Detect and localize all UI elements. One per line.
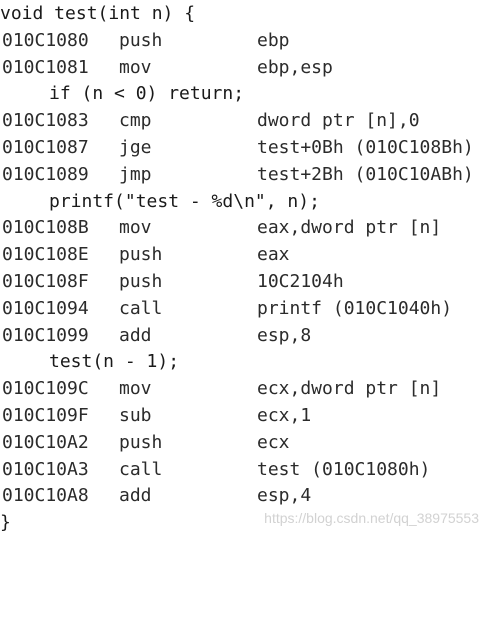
asm-mnemonic: mov [119,378,152,400]
asm-operands: 10C2104h [257,270,344,292]
asm-address: 010C10A3 [2,458,89,480]
asm-line: 010C108B mov eax,dword ptr [n] [0,215,487,242]
asm-mnemonic: jge [119,136,152,158]
asm-address: 010C108B [2,217,89,239]
asm-operands: printf (010C1040h) [257,297,453,319]
asm-operands: eax [257,244,290,266]
asm-address: 010C1081 [2,56,89,78]
asm-operands: ecx [257,431,290,453]
asm-mnemonic: push [119,29,163,51]
asm-line: 010C1094 call printf (010C1040h) [0,296,487,323]
asm-address: 010C1099 [2,324,89,346]
asm-line: 010C1089 jmp test+2Bh (010C10ABh) [0,162,487,189]
asm-mnemonic: push [119,244,163,266]
asm-line: 010C10A2 push ecx [0,430,487,457]
asm-mnemonic: mov [119,217,152,239]
asm-address: 010C108F [2,270,89,292]
asm-mnemonic: jmp [119,163,152,185]
asm-address: 010C10A8 [2,485,89,507]
asm-operands: test+0Bh (010C108Bh) [257,136,474,158]
asm-operands: ebp,esp [257,56,333,78]
asm-line: 010C10A3 call test (010C1080h) [0,457,487,484]
asm-mnemonic: call [119,458,163,480]
asm-line: 010C108E push eax [0,242,487,269]
asm-line: 010C1080 push ebp [0,28,487,55]
asm-line: 010C1081 mov ebp,esp [0,55,487,82]
source-line: void test(int n) { [0,3,196,24]
asm-address: 010C1080 [2,29,89,51]
asm-address: 010C109F [2,404,89,426]
source-line: printf("test - %d\n", n); [49,190,320,212]
asm-operands: esp,4 [257,485,312,507]
asm-mnemonic: mov [119,56,152,78]
asm-address: 010C109C [2,378,89,400]
asm-operands: ecx,1 [257,404,312,426]
asm-mnemonic: add [119,324,152,346]
asm-address: 010C1087 [2,136,89,158]
asm-operands: ebp [257,29,290,51]
asm-line: 010C109C mov ecx,dword ptr [n] [0,376,487,403]
asm-line: 010C10A8 add esp,4 [0,483,487,510]
disassembly-view: void test(int n) { 010C1080 push ebp 010… [0,3,487,534]
asm-address: 010C1094 [2,297,89,319]
asm-mnemonic: sub [119,404,152,426]
asm-address: 010C1089 [2,163,89,185]
asm-operands: dword ptr [n],0 [257,110,420,132]
asm-mnemonic: push [119,270,163,292]
source-line: test(n - 1); [49,351,180,373]
asm-address: 010C10A2 [2,431,89,453]
asm-line: 010C109F sub ecx,1 [0,403,487,430]
asm-address: 010C108E [2,244,89,266]
source-line: } [0,512,11,534]
asm-operands: esp,8 [257,324,312,346]
asm-operands: ecx,dword ptr [n] [257,378,442,400]
asm-operands: test (010C1080h) [257,458,431,480]
asm-mnemonic: push [119,431,163,453]
asm-line: 010C1087 jge test+0Bh (010C108Bh) [0,135,487,162]
asm-line: 010C1083 cmp dword ptr [n],0 [0,108,487,135]
source-line: if (n < 0) return; [49,83,245,105]
asm-operands: eax,dword ptr [n] [257,217,442,239]
asm-mnemonic: call [119,297,163,319]
asm-mnemonic: add [119,485,152,507]
asm-address: 010C1083 [2,110,89,132]
asm-mnemonic: cmp [119,110,152,132]
asm-line: 010C108F push 10C2104h [0,269,487,296]
watermark: https://blog.csdn.net/qq_38975553 [264,510,479,526]
asm-line: 010C1099 add esp,8 [0,323,487,350]
asm-operands: test+2Bh (010C10ABh) [257,163,474,185]
